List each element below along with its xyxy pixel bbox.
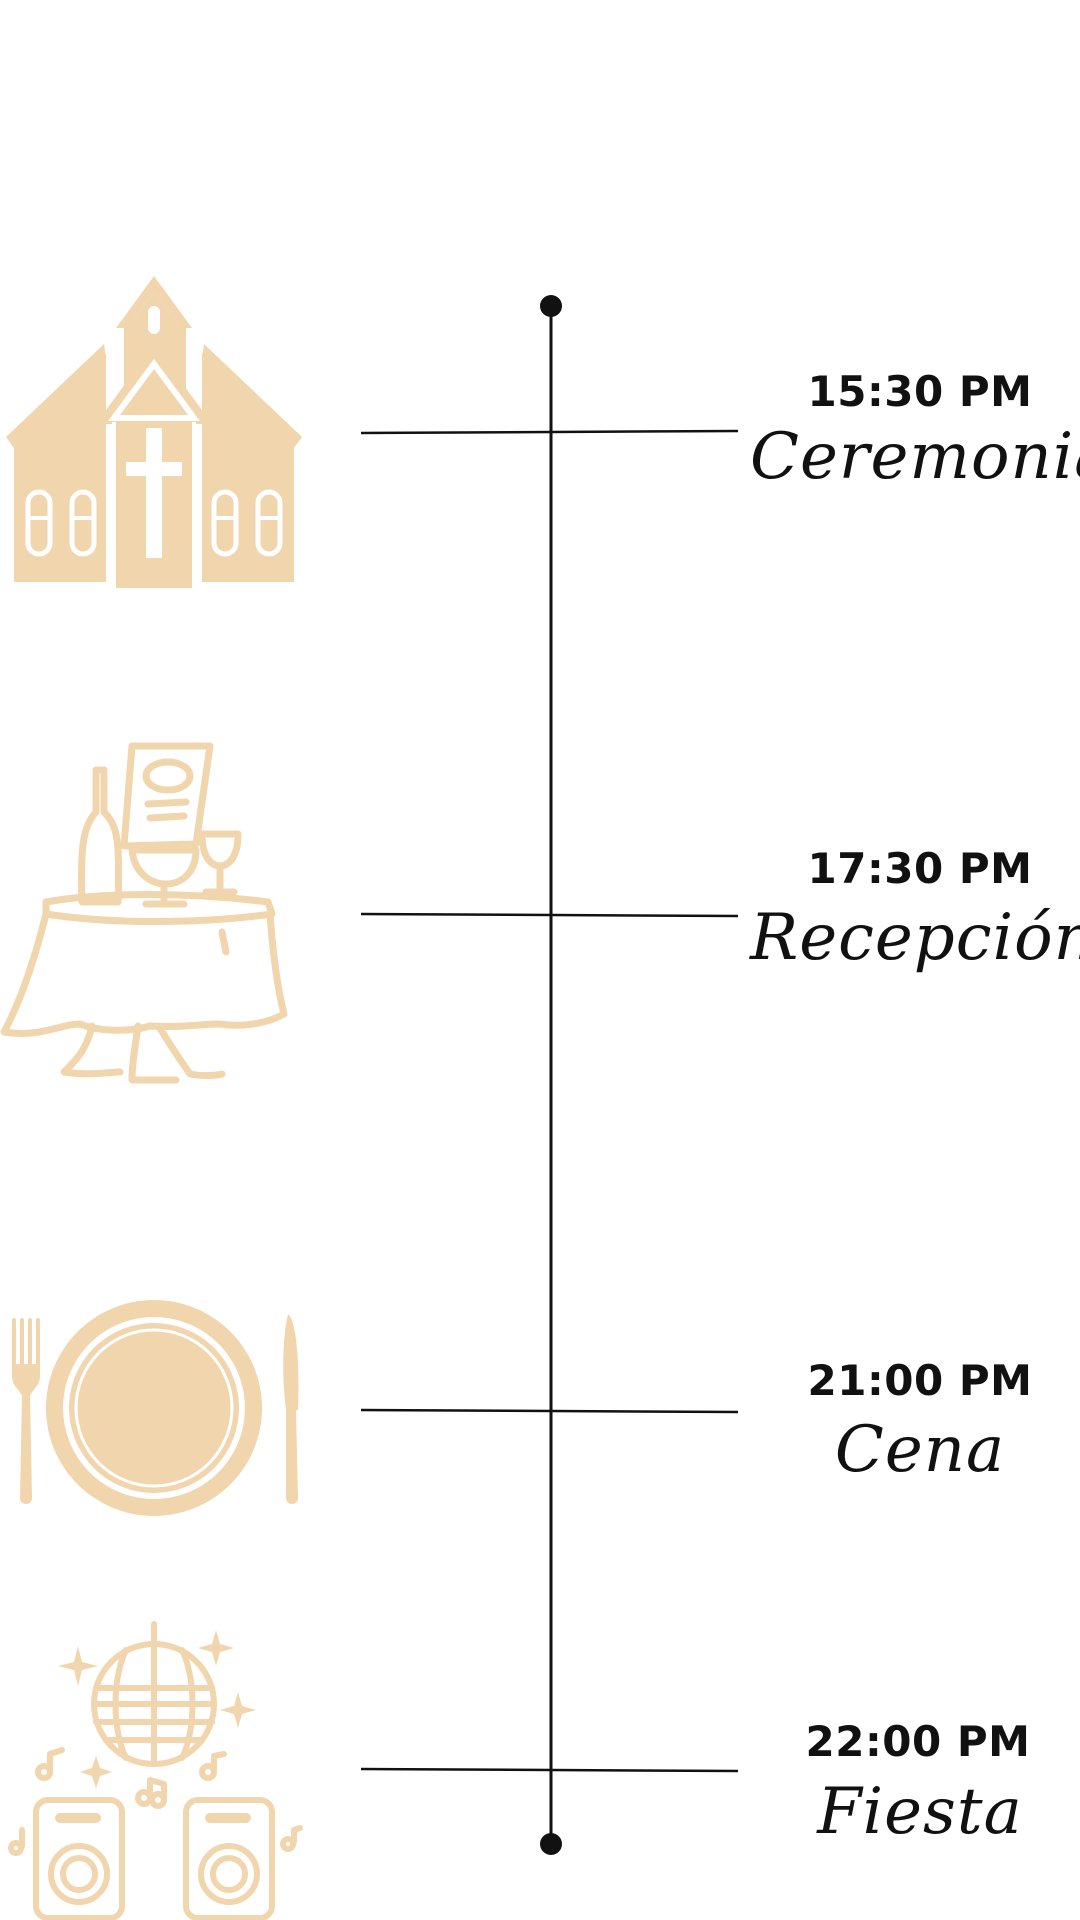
event-name-ceremonia: Ceremonia [750,420,1080,494]
event-name-cena: Cena [834,1413,1006,1487]
timeline-start-dot [540,295,562,317]
timeline-tick-3 [360,1408,739,1414]
party-disco-icon [8,1621,303,1920]
timeline-tick-4 [360,1767,739,1773]
timeline-end-dot [540,1833,562,1855]
church-icon [6,276,302,588]
event-time-fiesta: 22:00 PM [805,1717,1031,1766]
event-name-fiesta: Fiesta [817,1775,1023,1849]
timeline-tick-1 [360,429,739,435]
event-time-cena: 21:00 PM [807,1356,1033,1405]
dinner-plate-icon [12,1300,299,1516]
event-time-ceremonia: 15:30 PM [807,367,1033,416]
timeline-tick-2 [360,912,739,918]
reception-table-icon [0,742,288,1084]
event-name-recepcion: Recepción [750,901,1080,975]
event-time-recepcion: 17:30 PM [807,844,1033,893]
